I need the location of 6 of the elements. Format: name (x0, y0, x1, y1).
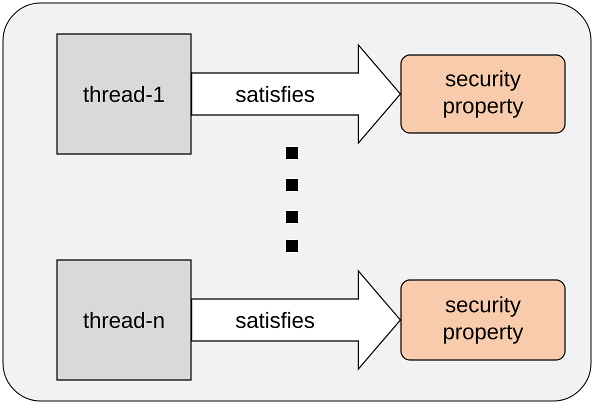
edge-label: satisfies (236, 86, 314, 102)
plain-box: thread-1 (56, 33, 192, 155)
edge-label: satisfies (236, 312, 314, 328)
plain-box: thread-n (56, 259, 192, 381)
rounded-box: security property (400, 54, 566, 134)
rounded-box: security property (400, 279, 566, 361)
